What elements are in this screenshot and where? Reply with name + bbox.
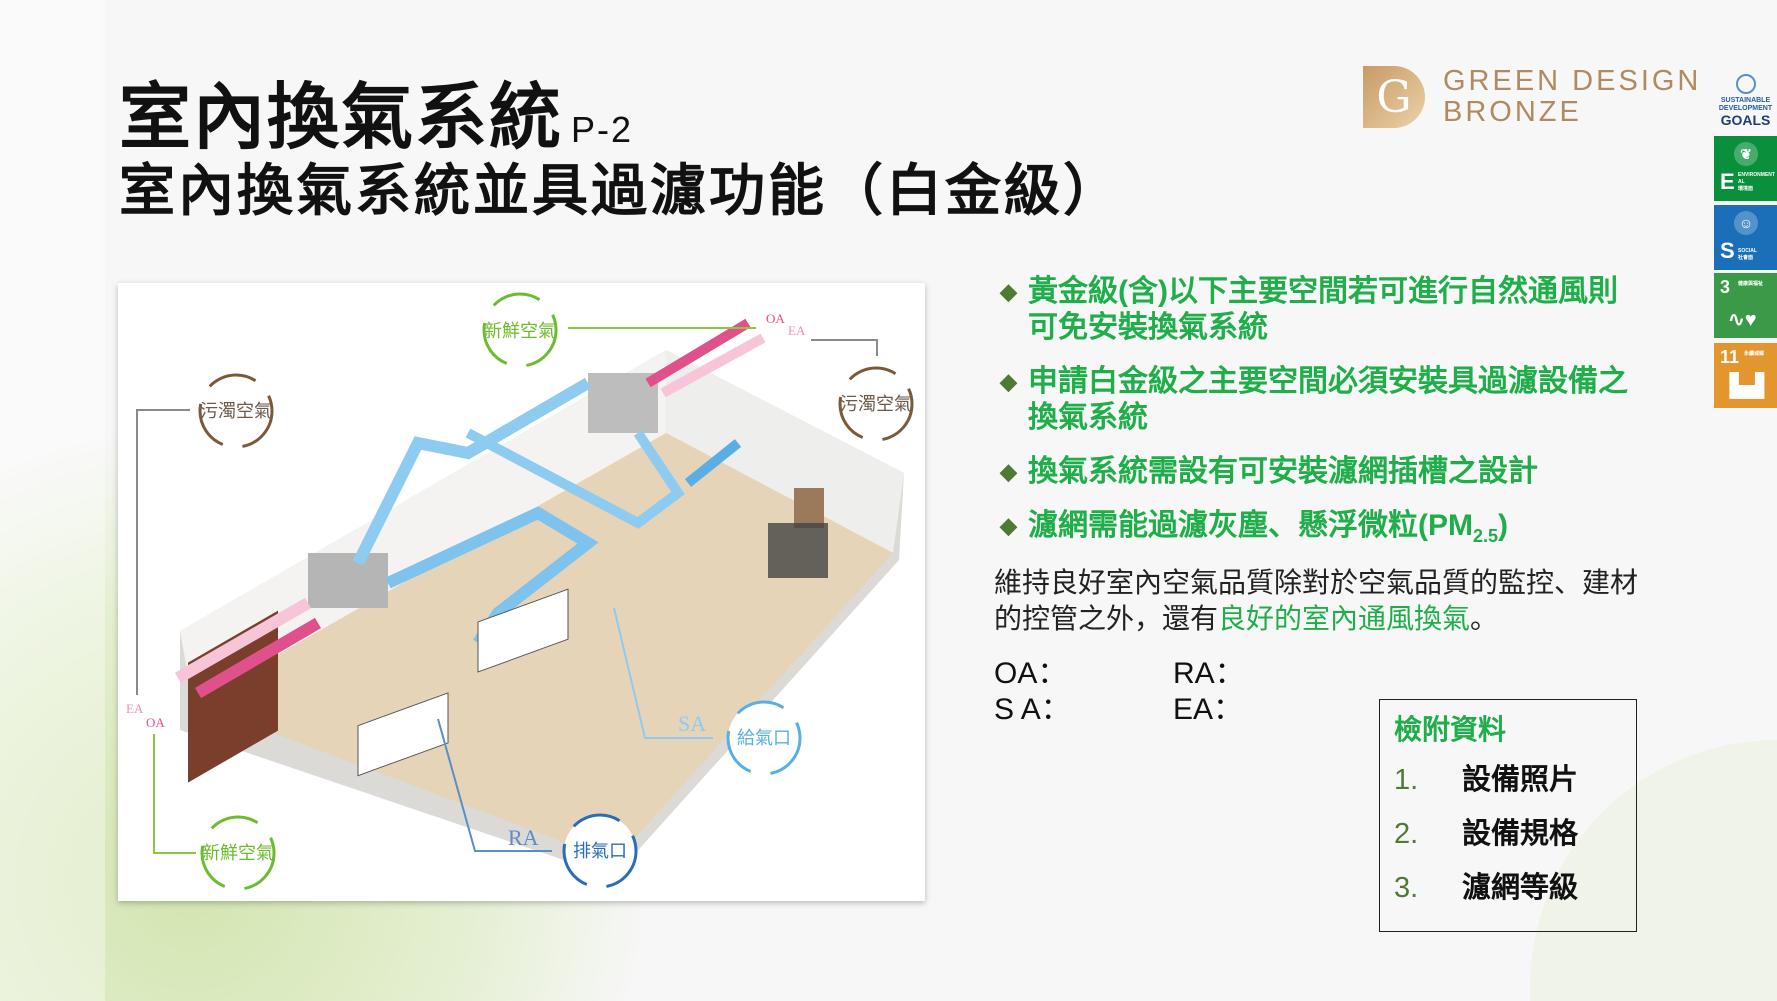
ventilation-diagram: 新鮮空氣 污濁空氣 污濁空氣 新鮮空氣 給氣口 排氣口 OA EA EA OA … [118, 283, 925, 901]
list-item: ◆ 黃金級(含)以下主要空間若可進行自然通風則可免安裝換氣系統 [1000, 274, 1640, 346]
list-item: ◆ 濾網需能過濾灰塵、懸浮微粒(PM2.5) [1000, 508, 1640, 554]
tile-letter: E [1720, 169, 1735, 194]
attachments-box: 檢附資料 1. 設備照片 2. 設備規格 3. 濾網等級 [1379, 699, 1637, 932]
attachment-item: 1. 設備照片 [1394, 762, 1622, 798]
sdg-line3: GOALS [1720, 112, 1771, 128]
logo-line2: BRONZE [1443, 96, 1582, 128]
supply-vent-badge: 給氣口 [726, 700, 802, 776]
para-highlight: 良好的室內通風換氣 [1218, 603, 1471, 634]
page-subtitle: 室內換氣系統並具過濾功能（白金級） [119, 159, 1122, 222]
fresh-air-label: 新鮮空氣 [202, 843, 274, 863]
leaf-icon: ❦ [1734, 142, 1758, 166]
fresh-air-label: 新鮮空氣 [484, 321, 556, 341]
un-emblem-icon [1735, 74, 1756, 94]
fresh-air-top-badge: 新鮮空氣 [482, 292, 558, 368]
item-number: 2. [1394, 818, 1419, 850]
pm-subscript: 2.5 [1473, 526, 1499, 546]
workstations [357, 588, 569, 777]
ducts [175, 318, 766, 699]
para-end: 。 [1470, 603, 1499, 634]
attachment-item: 2. 設備規格 [1394, 816, 1622, 852]
bullet-text: 濾網需能過濾灰塵、懸浮微粒(PM [1028, 509, 1473, 542]
leader-lines [136, 327, 878, 854]
requirements-list: ◆ 黃金級(含)以下主要空間若可進行自然通風則可免安裝換氣系統 ◆ 申請白金級之主要… [1000, 274, 1640, 572]
exhaust-vent-label: 排氣口 [573, 841, 627, 861]
bullet-text: 申請白金級之主要空間必須安裝具過濾設備之換氣系統 [1028, 365, 1628, 434]
logo-mark-icon: G [1363, 66, 1425, 128]
heartbeat-icon: ∿♥ [1728, 309, 1757, 331]
oa-left-label: OA [146, 715, 165, 730]
tile-zh: 社會面 [1738, 255, 1754, 261]
ra-label: RA [508, 825, 539, 850]
description-paragraph: 維持良好室內空氣品質除對於空氣品質的監控、建材的控管之外，還有良好的室內通風換氣… [994, 565, 1654, 637]
tile-zh: 永續城鄉 [1744, 351, 1765, 357]
item-label: 設備規格 [1462, 818, 1579, 850]
ea-top-label: EA [788, 323, 806, 338]
sa-label: SA [678, 711, 706, 736]
bullet-text: 換氣系統需設有可安裝濾網插槽之設計 [1028, 455, 1538, 488]
sdg-3-tile: 3 健康與福祉 ∿♥ [1714, 273, 1777, 338]
tile-letter: S [1720, 238, 1735, 263]
sdg-11-tile: 11 永續城鄉 ▙▟ [1714, 343, 1777, 408]
bullet-text: 黃金級(含)以下主要空間若可進行自然通風則可免安裝換氣系統 [1028, 275, 1618, 344]
bullet-tail: ) [1498, 509, 1509, 542]
diamond-bullet-icon: ◆ [1000, 369, 1017, 394]
dirty-air-right-badge: 污濁空氣 [838, 366, 914, 442]
tile-number: 11 [1720, 347, 1740, 367]
diamond-bullet-icon: ◆ [1000, 513, 1017, 538]
para-text: 維持良好室內空氣品質除對於空氣品質的監控、建材的控管之外，還有 [994, 567, 1639, 634]
dirty-air-left-badge: 污濁空氣 [198, 373, 274, 449]
item-number: 3. [1394, 872, 1419, 904]
attachment-item: 3. 濾網等級 [1394, 870, 1622, 906]
sa-abbreviation: S A： [994, 693, 1071, 726]
item-number: 1. [1394, 764, 1419, 796]
fresh-air-bottom-badge: 新鮮空氣 [200, 815, 276, 891]
list-item: ◆ 換氣系統需設有可安裝濾網插槽之設計 [1000, 454, 1640, 490]
sdg-line2: DEVELOPMENT [1718, 105, 1773, 112]
logo-line1: GREEN DESIGN [1443, 65, 1702, 97]
list-item: ◆ 申請白金級之主要空間必須安裝具過濾設備之換氣系統 [1000, 364, 1640, 436]
sdg-goals-logo: SUSTAINABLE DEVELOPMENT GOALS [1714, 74, 1777, 128]
people-icon: ☺ [1734, 211, 1758, 235]
city-icon: ▙▟ [1730, 373, 1764, 398]
dirty-air-label: 污濁空氣 [200, 401, 272, 421]
ea-abbreviation: EA： [1173, 693, 1244, 726]
ea-left-label: EA [126, 701, 144, 716]
title-text: 室內換氣系統 [119, 78, 564, 158]
item-label: 設備照片 [1462, 764, 1579, 796]
tile-zh: 環境面 [1738, 186, 1754, 192]
sdg-line1: SUSTAINABLE [1720, 97, 1771, 104]
oa-top-label: OA [766, 311, 785, 326]
supply-vent-label: 給氣口 [737, 728, 791, 748]
tile-number: 3 [1720, 277, 1731, 297]
dirty-air-label: 污濁空氣 [840, 394, 912, 414]
oa-abbreviation: OA： [994, 657, 1068, 690]
tile-en: SOCIAL [1738, 248, 1757, 254]
ra-abbreviation: RA： [1173, 657, 1245, 690]
background-strip [0, 0, 105, 1001]
page-number: P-2 [571, 109, 634, 150]
tile-en: ENVIRONMENTAL [1738, 172, 1775, 185]
item-label: 濾網等級 [1462, 872, 1579, 904]
diamond-bullet-icon: ◆ [1000, 459, 1017, 484]
exhaust-vent-badge: 排氣口 [562, 813, 638, 889]
diamond-bullet-icon: ◆ [1000, 279, 1017, 304]
attachments-title: 檢附資料 [1394, 714, 1507, 745]
tile-zh: 健康與福祉 [1738, 281, 1764, 287]
